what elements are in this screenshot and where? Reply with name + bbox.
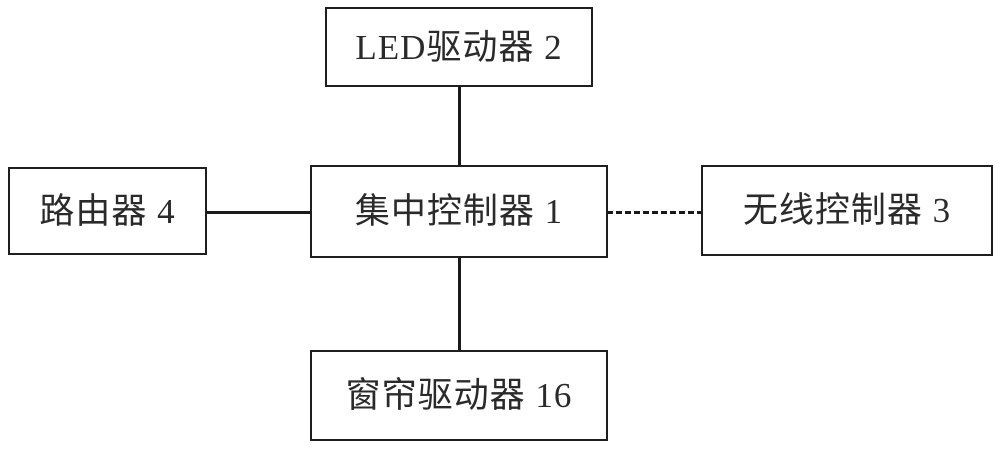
node-wireless-controller: 无线控制器 3 xyxy=(701,165,993,256)
connector-router-to-central-controller xyxy=(205,211,312,214)
node-curtain-driver-label: 窗帘驱动器 16 xyxy=(345,376,573,415)
node-router-label: 路由器 4 xyxy=(39,191,176,231)
node-central-controller-label: 集中控制器 1 xyxy=(354,192,564,231)
connector-led-driver-to-central-controller xyxy=(458,86,461,167)
node-led-driver: LED驱动器 2 xyxy=(325,7,593,87)
node-central-controller: 集中控制器 1 xyxy=(310,165,608,258)
node-router: 路由器 4 xyxy=(8,167,207,255)
connector-central-controller-to-curtain-driver xyxy=(458,256,461,352)
connector-central-controller-to-wireless-controller-dashed xyxy=(607,211,703,214)
node-curtain-driver: 窗帘驱动器 16 xyxy=(310,350,608,441)
node-led-driver-label: LED驱动器 2 xyxy=(355,27,563,67)
node-wireless-controller-label: 无线控制器 3 xyxy=(742,191,952,230)
